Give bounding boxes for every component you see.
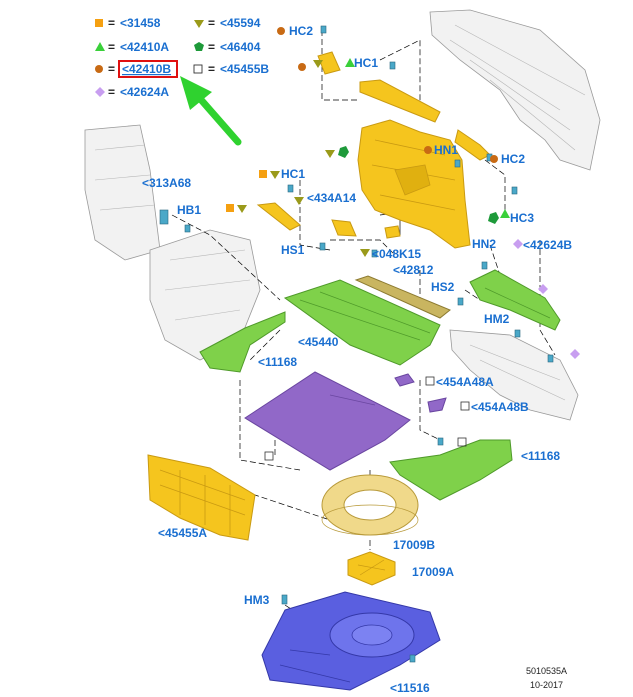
legend-swatch-lavender-diamond bbox=[95, 87, 105, 97]
label-11168-left[interactable]: <11168 bbox=[258, 355, 297, 369]
legend-text-46404[interactable]: <46404 bbox=[220, 40, 261, 54]
body-structure-right-ghost bbox=[429, 9, 601, 421]
right-upper-trim-green bbox=[469, 269, 561, 331]
pointer-arrow bbox=[180, 76, 242, 146]
diagram-date: 10-2017 bbox=[530, 680, 563, 690]
rear-trim-panel bbox=[357, 119, 471, 249]
diagram-code: 5010535A bbox=[526, 666, 567, 676]
legend-equals: = bbox=[208, 62, 215, 76]
label-45440[interactable]: <45440 bbox=[298, 335, 339, 349]
label-11168-right[interactable]: <11168 bbox=[521, 449, 560, 463]
label-434a14[interactable]: <434A14 bbox=[307, 191, 356, 205]
legend-text-42624a[interactable]: <42624A bbox=[120, 85, 169, 99]
legend-equals: = bbox=[208, 16, 215, 30]
label-hb1[interactable]: HB1 bbox=[177, 203, 201, 217]
label-17009b[interactable]: 17009B bbox=[393, 538, 435, 552]
label-313a68[interactable]: <313A68 bbox=[142, 176, 191, 190]
spare-wheel-well-floor bbox=[261, 591, 441, 691]
label-42812[interactable]: <42812 bbox=[393, 263, 434, 277]
body-structure-left-ghost bbox=[84, 124, 261, 361]
label-11516[interactable]: <11516 bbox=[390, 681, 430, 695]
label-hc2-right[interactable]: HC2 bbox=[501, 152, 525, 166]
legend-swatch-green-pentagon bbox=[194, 42, 204, 51]
legend-swatch-green-triangle bbox=[95, 42, 105, 51]
legend-text-45455b[interactable]: <45455B bbox=[220, 62, 269, 76]
label-hs1[interactable]: HS1 bbox=[281, 243, 305, 257]
package-tray-cover bbox=[283, 279, 441, 366]
label-hs2[interactable]: HS2 bbox=[431, 280, 455, 294]
fastener-clips bbox=[159, 25, 554, 663]
right-side-trim-green bbox=[389, 439, 513, 501]
small-trim-brackets bbox=[256, 202, 401, 239]
label-hn2[interactable]: HN2 bbox=[472, 237, 496, 251]
label-42624b[interactable]: <42624B bbox=[523, 238, 572, 252]
legend-swatch-orange-square bbox=[95, 19, 103, 27]
label-hm3[interactable]: HM3 bbox=[244, 593, 270, 607]
legend-text-31458[interactable]: <31458 bbox=[120, 16, 161, 30]
legend-equals: = bbox=[108, 85, 115, 99]
label-hc1-top[interactable]: HC1 bbox=[354, 56, 378, 70]
tonneau-roller bbox=[354, 275, 451, 319]
side-storage-bin bbox=[147, 454, 256, 541]
label-048k15[interactable]: <048K15 bbox=[372, 247, 421, 261]
label-454a48b[interactable]: <454A48B bbox=[471, 400, 529, 414]
legend-swatch-open-square bbox=[193, 64, 203, 74]
label-17009a[interactable]: 17009A bbox=[412, 565, 454, 579]
legend-equals: = bbox=[208, 40, 215, 54]
legend-highlight-box bbox=[118, 60, 178, 78]
spare-wheel-tray bbox=[321, 474, 419, 536]
callout-labels: HC2 HC1 HN1 HC2 HC3 <313A68 HB1 HC1 <434… bbox=[142, 24, 572, 695]
label-hm2[interactable]: HM2 bbox=[484, 312, 510, 326]
legend-text-42410b[interactable]: <42410B bbox=[122, 62, 171, 76]
legend-equals: = bbox=[108, 62, 115, 76]
legend-text-42410a[interactable]: <42410A bbox=[120, 40, 169, 54]
label-hc3[interactable]: HC3 bbox=[510, 211, 534, 225]
legend-equals: = bbox=[108, 16, 115, 30]
diagram-reference: 5010535A 10-2017 bbox=[526, 666, 567, 690]
label-hn1[interactable]: HN1 bbox=[434, 143, 458, 157]
legend-swatch-brown-circle bbox=[95, 65, 103, 73]
upper-trim-strip bbox=[317, 51, 491, 161]
legend: = <31458 = <45594 = <42410A = <46404 = <… bbox=[95, 16, 269, 99]
legend-swatch-olive-triangle bbox=[194, 20, 204, 28]
label-45455a[interactable]: <45455A bbox=[158, 526, 207, 540]
legend-text-45594[interactable]: <45594 bbox=[220, 16, 261, 30]
floor-hooks-purple bbox=[394, 373, 447, 413]
part-symbol-markers bbox=[226, 27, 580, 461]
legend-equals: = bbox=[108, 40, 115, 54]
label-hc1-mid[interactable]: HC1 bbox=[281, 167, 305, 181]
load-floor-panel bbox=[244, 371, 411, 471]
label-hc2-top[interactable]: HC2 bbox=[289, 24, 313, 38]
label-454a48a[interactable]: <454A48A bbox=[436, 375, 494, 389]
left-side-trim-green bbox=[199, 311, 286, 373]
jack-support bbox=[347, 551, 396, 586]
